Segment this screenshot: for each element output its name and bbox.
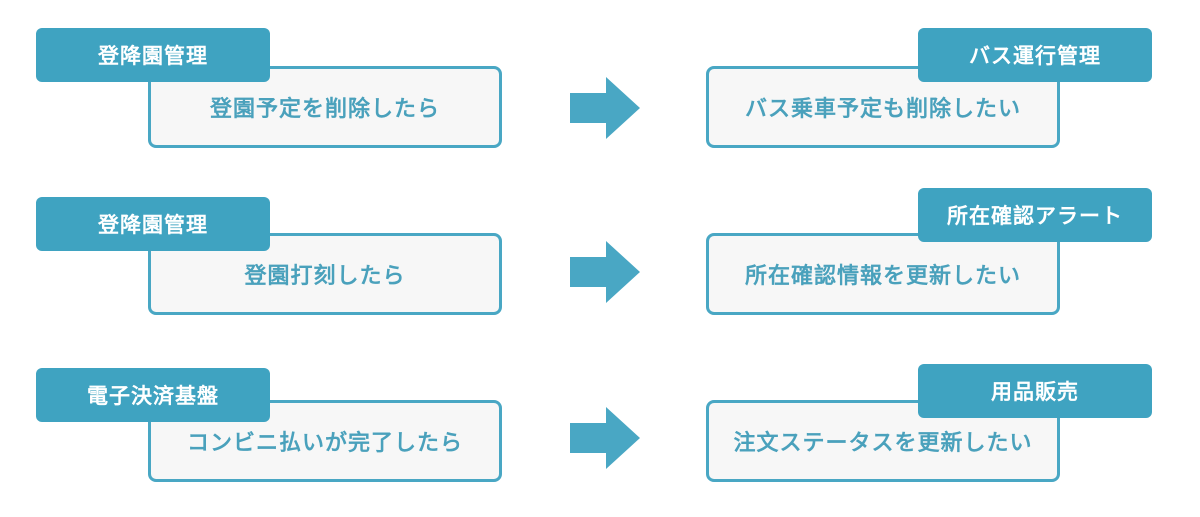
right-arrow-icon	[570, 241, 640, 303]
target-system-tag: 所在確認アラート	[918, 188, 1152, 242]
right-arrow-icon	[570, 407, 640, 469]
source-system-tag: 登降園管理	[36, 197, 270, 251]
source-system-tag: 登降園管理	[36, 28, 270, 82]
source-event-text: 登園予定を削除したら	[209, 97, 440, 122]
target-action-box: 所在確認情報を更新したい	[706, 233, 1060, 315]
target-action-text: 注文ステータスを更新したい	[733, 431, 1033, 456]
target-system-tag: バス運行管理	[918, 28, 1152, 82]
target-action-text: 所在確認情報を更新したい	[744, 264, 1021, 289]
source-event-text: コンビニ払いが完了したら	[186, 431, 463, 456]
target-action-text: バス乗車予定も削除したい	[744, 97, 1021, 122]
source-event-box: 登園予定を削除したら	[148, 66, 502, 148]
source-event-box: 登園打刻したら	[148, 233, 502, 315]
source-event-text: 登園打刻したら	[244, 264, 406, 289]
target-system-tag: 用品販売	[918, 364, 1152, 418]
right-arrow-icon	[570, 77, 640, 139]
source-system-tag: 電子決済基盤	[36, 368, 270, 422]
